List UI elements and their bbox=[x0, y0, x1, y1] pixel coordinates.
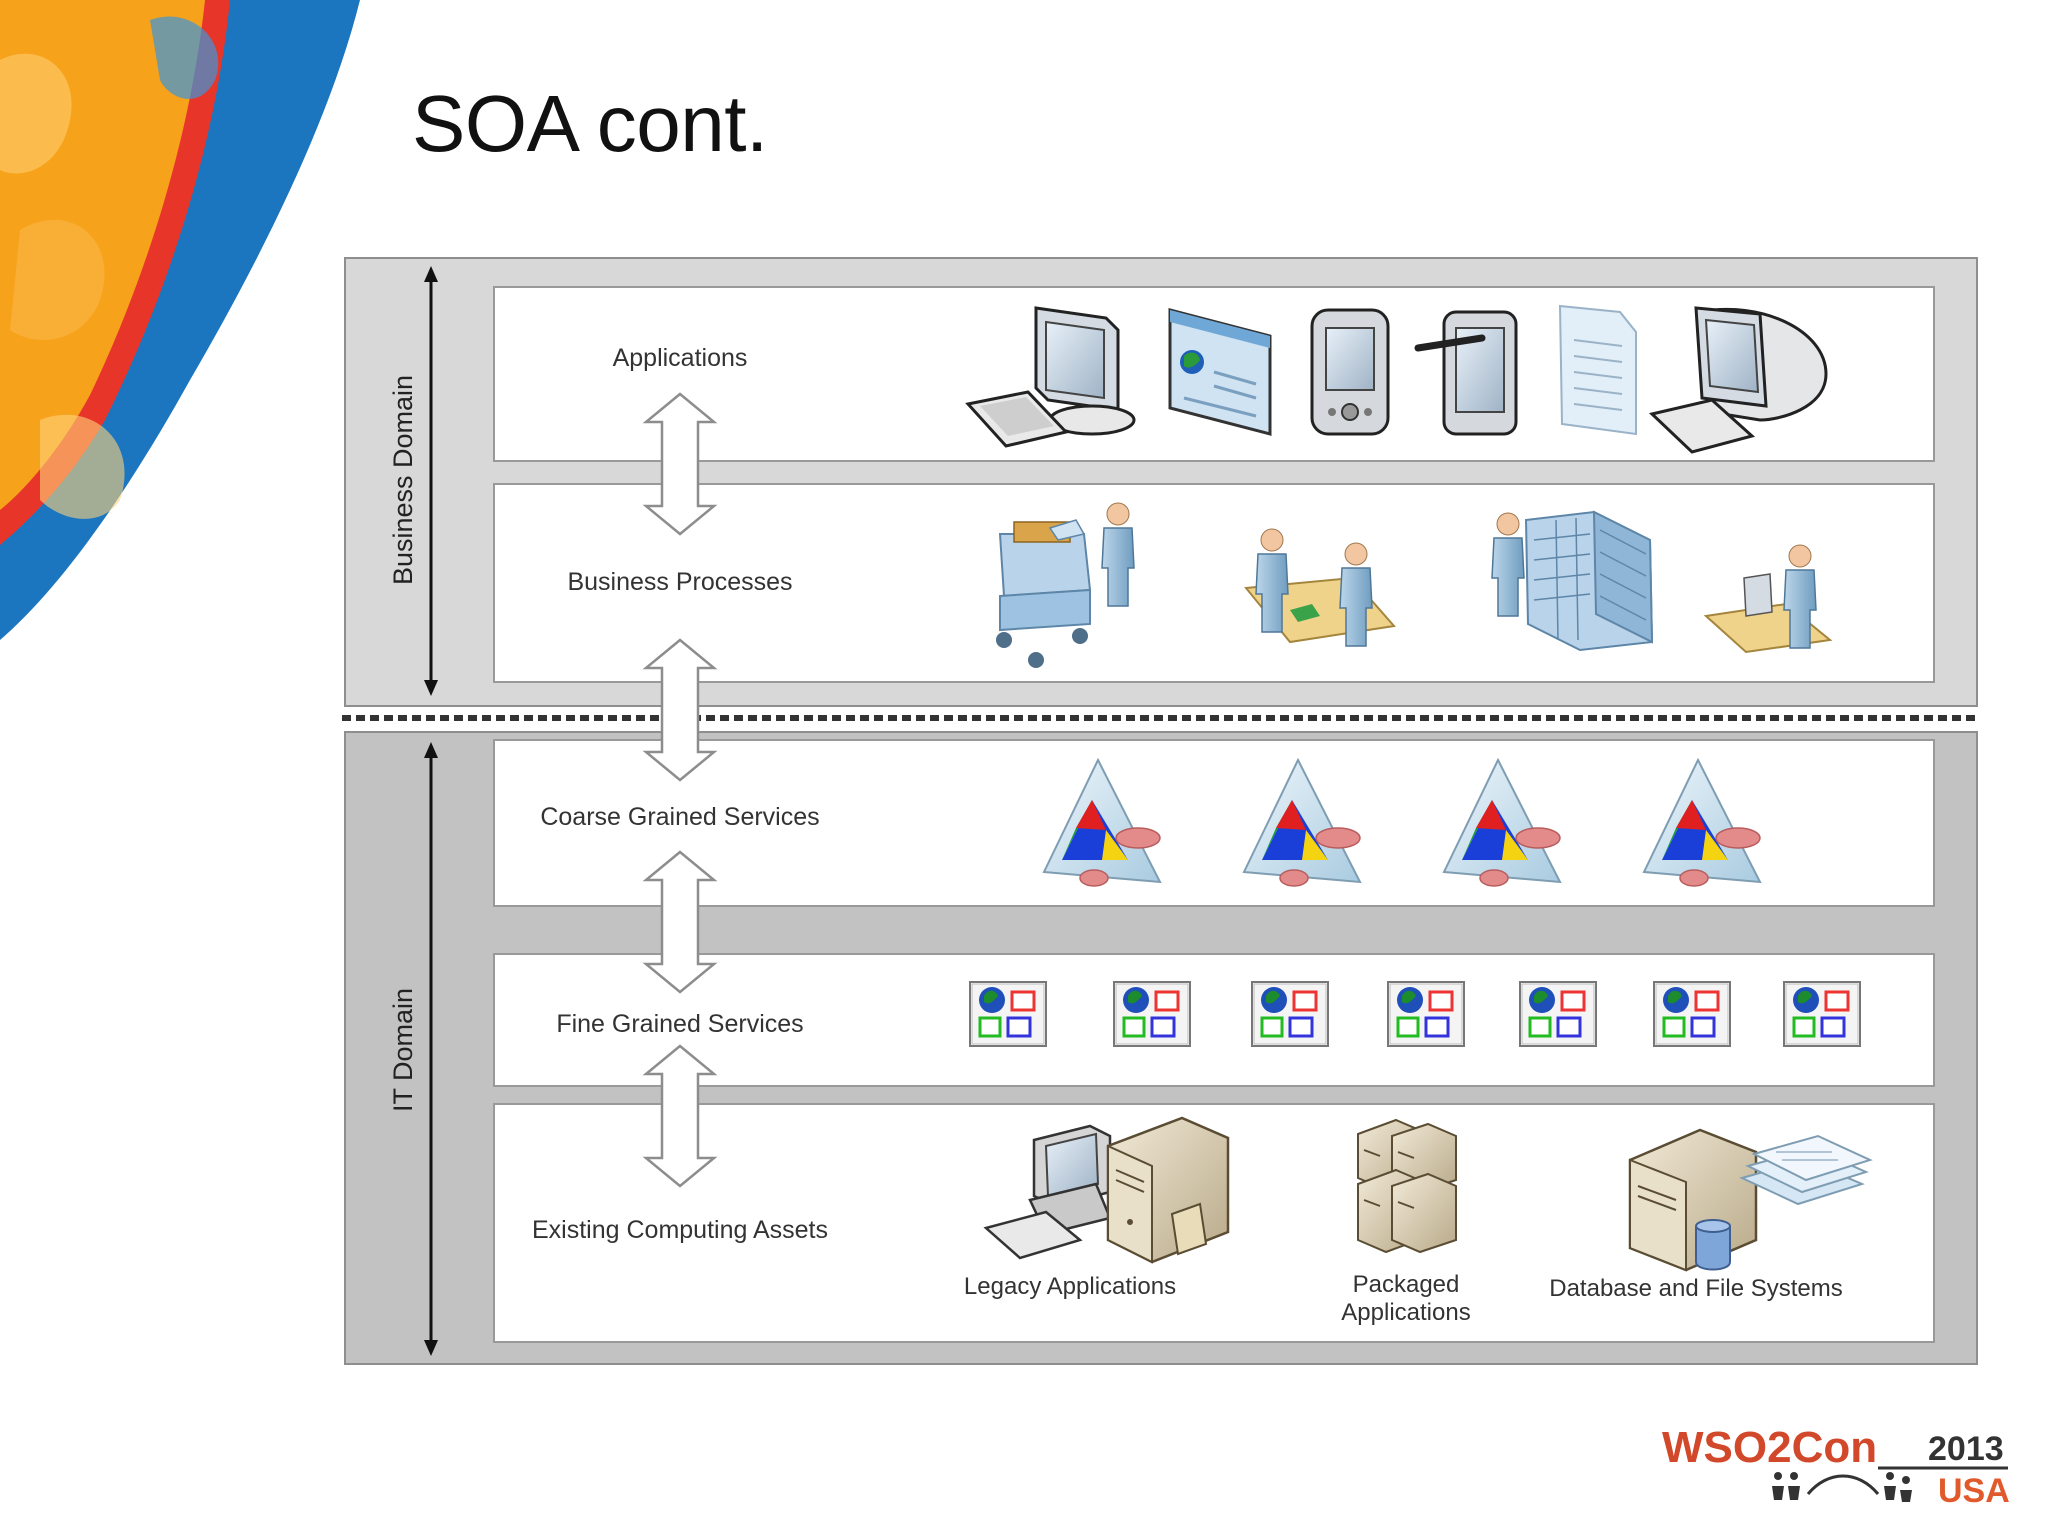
legacy-server-icon bbox=[1106, 1116, 1230, 1264]
packaged-applications-label-line2: Applications bbox=[1341, 1299, 1470, 1326]
layer-business-processes-box bbox=[493, 483, 1935, 683]
fine-service-icon-1 bbox=[968, 980, 1048, 1048]
fine-service-icon-7 bbox=[1782, 980, 1862, 1048]
business-processes-label: Business Processes bbox=[567, 568, 792, 596]
coarse-grained-label: Coarse Grained Services bbox=[540, 803, 819, 831]
crt-monitor-icon bbox=[1648, 306, 1828, 454]
fine-service-icon-5 bbox=[1518, 980, 1598, 1048]
logo-region-text: USA bbox=[1938, 1472, 2010, 1510]
existing-assets-label: Existing Computing Assets bbox=[532, 1216, 828, 1244]
database-server-icon bbox=[1628, 1128, 1758, 1272]
it-domain-label: IT Domain bbox=[388, 988, 418, 1112]
slide-title: SOA cont. bbox=[412, 79, 768, 168]
desktop-computer-icon bbox=[965, 306, 1136, 448]
business-domain-label: Business Domain bbox=[388, 375, 418, 585]
arrow-processes-coarse bbox=[644, 638, 716, 782]
it-domain-axis bbox=[424, 742, 438, 1356]
deco-swirl-4 bbox=[40, 414, 125, 519]
logo-brand-text: WSO2Con bbox=[1662, 1423, 1877, 1472]
packaged-servers-icon bbox=[1357, 1118, 1457, 1254]
legacy-workstation-icon bbox=[983, 1124, 1112, 1260]
logo-people-icon bbox=[1772, 1472, 1912, 1502]
legacy-applications-label: Legacy Applications bbox=[964, 1273, 1176, 1300]
fine-grained-label: Fine Grained Services bbox=[556, 1010, 803, 1038]
wso2con-logo: WSO2Con 2013 USA bbox=[1662, 1423, 2010, 1510]
cart-worker-icon bbox=[996, 502, 1135, 668]
fine-service-icon-3 bbox=[1250, 980, 1330, 1048]
desk-worker-icon bbox=[1703, 544, 1833, 654]
document-icon bbox=[1558, 304, 1637, 436]
file-documents-icon bbox=[1739, 1134, 1873, 1206]
packaged-applications-label-line1: Packaged bbox=[1353, 1271, 1460, 1298]
meeting-icon bbox=[1244, 528, 1396, 647]
tablet-stylus-icon bbox=[1414, 310, 1518, 436]
database-file-systems-label: Database and File Systems bbox=[1549, 1275, 1842, 1302]
business-domain-axis bbox=[424, 266, 438, 696]
fine-service-icon-6 bbox=[1652, 980, 1732, 1048]
fine-service-icon-4 bbox=[1386, 980, 1466, 1048]
deco-swirl-2 bbox=[10, 219, 105, 340]
decorative-corner-art bbox=[0, 0, 360, 640]
pda-icon bbox=[1310, 308, 1390, 436]
fine-service-icon-2 bbox=[1112, 980, 1192, 1048]
applications-label: Applications bbox=[613, 344, 748, 372]
web-page-icon bbox=[1168, 308, 1272, 436]
server-rack-worker-icon bbox=[1491, 510, 1654, 652]
logo-year-text: 2013 bbox=[1928, 1430, 2004, 1468]
deco-swirl-3 bbox=[150, 16, 219, 99]
deco-swirl-1 bbox=[0, 53, 72, 174]
